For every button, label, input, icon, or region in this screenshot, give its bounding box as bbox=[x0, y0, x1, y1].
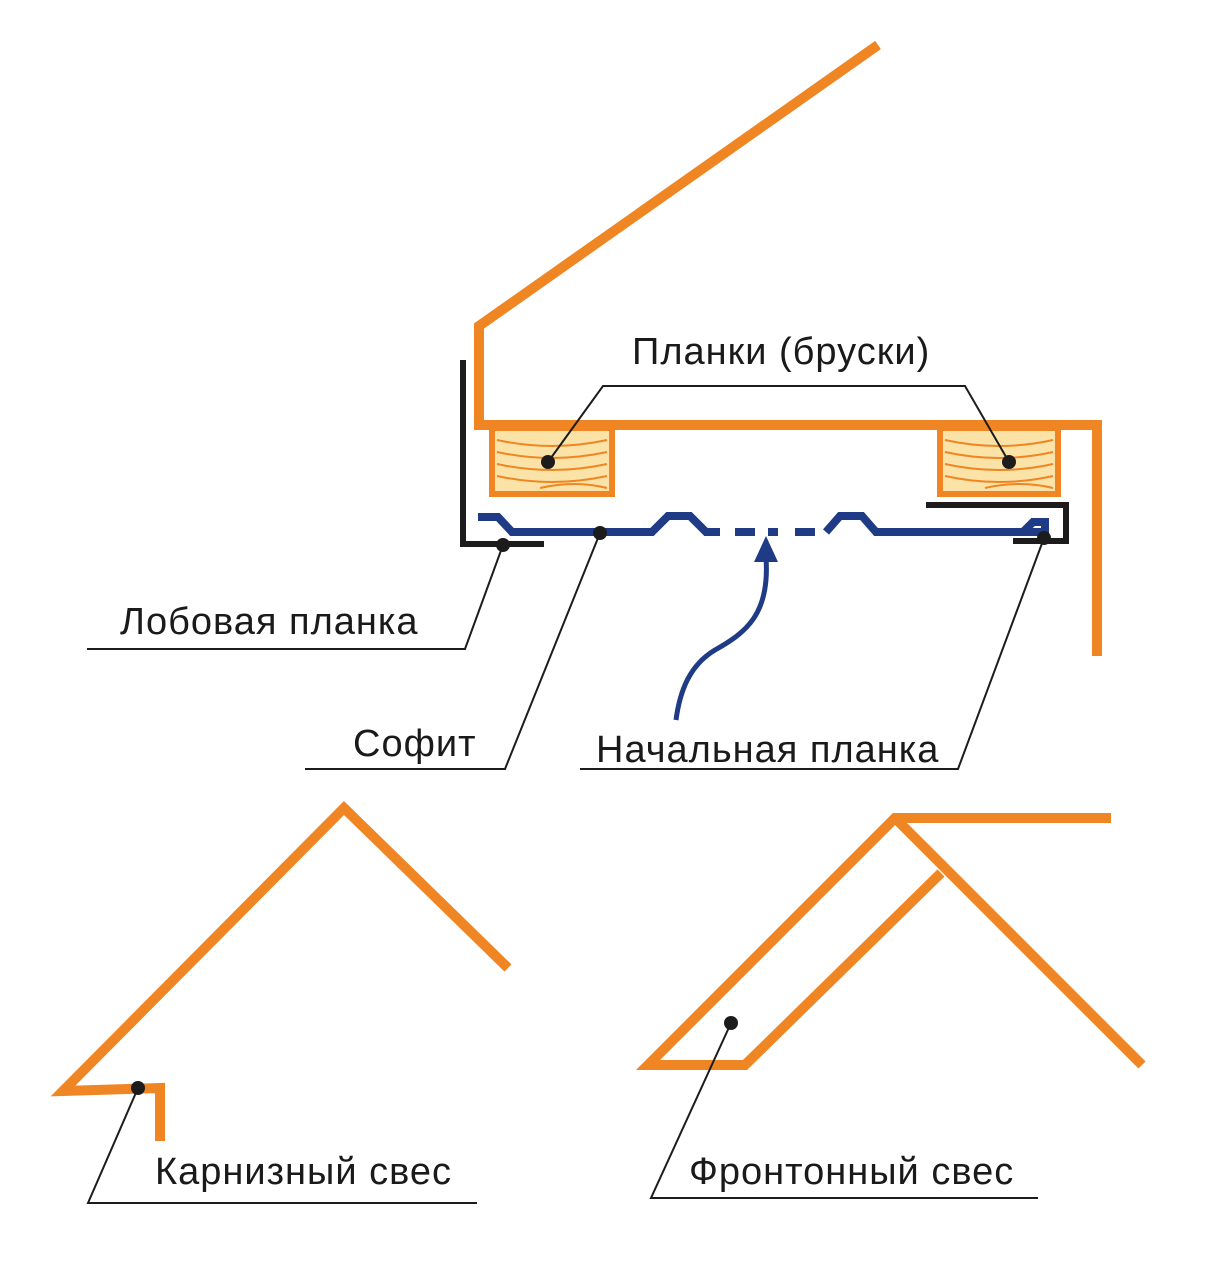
soffit-panel-right bbox=[822, 512, 1049, 536]
leader-soffit bbox=[305, 532, 601, 770]
dot-batten-right bbox=[1002, 455, 1016, 469]
leader-eaves bbox=[86, 1087, 477, 1204]
roof-rafter-outline bbox=[474, 40, 1102, 656]
perforation-arrowhead bbox=[754, 536, 778, 562]
eaves-overhang-detail: Карнизный свес bbox=[50, 800, 512, 1204]
dot-gable bbox=[724, 1016, 738, 1030]
roof-section-detail: Планки (бруски) Лобовая планка Софит Нач… bbox=[87, 40, 1102, 771]
leader-planks bbox=[547, 385, 1010, 463]
label-starter: Начальная планка bbox=[596, 729, 939, 771]
label-soffit: Софит bbox=[353, 723, 476, 765]
gable-roof-slope bbox=[891, 814, 1146, 1069]
dot-eaves bbox=[131, 1081, 145, 1095]
batten-right bbox=[937, 425, 1061, 497]
leader-fascia bbox=[87, 544, 504, 650]
fascia-plank bbox=[460, 360, 544, 547]
perforation-arrow bbox=[673, 557, 769, 721]
gable-roof-top bbox=[635, 813, 1111, 1070]
eaves-roof-outline bbox=[50, 800, 512, 1141]
leader-gable bbox=[649, 1022, 1038, 1199]
label-fascia: Лобовая планка bbox=[120, 601, 418, 643]
gable-overhang-detail: Фронтонный свес bbox=[635, 813, 1146, 1199]
dot-batten-left bbox=[541, 455, 555, 469]
soffit-panel bbox=[478, 512, 720, 536]
label-planks: Планки (бруски) bbox=[632, 331, 930, 373]
dot-starter bbox=[1037, 531, 1051, 545]
dot-fascia bbox=[496, 538, 510, 552]
dot-soffit bbox=[593, 526, 607, 540]
label-gable: Фронтонный свес bbox=[689, 1151, 1014, 1193]
label-eaves: Карнизный свес bbox=[155, 1151, 452, 1193]
leader-starter bbox=[580, 537, 1045, 770]
